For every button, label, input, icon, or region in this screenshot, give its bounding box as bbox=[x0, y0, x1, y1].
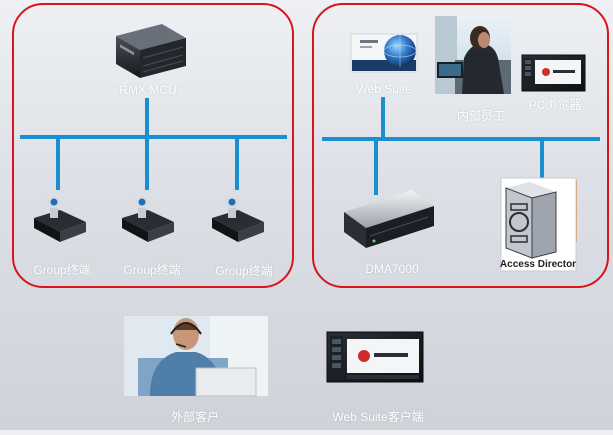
globe-software-box-icon bbox=[350, 33, 418, 73]
rack-appliance-icon bbox=[344, 190, 434, 248]
firewall-server-icon bbox=[500, 177, 577, 272]
web-suite-client-label: Web Suite客户端 bbox=[332, 410, 424, 424]
video-conference-endpoint-icon bbox=[34, 196, 86, 242]
external-client-label: 外部客户 bbox=[170, 410, 220, 424]
video-conference-endpoint-icon bbox=[212, 196, 264, 242]
internal-staff-label: 内部员工 bbox=[456, 109, 506, 123]
web-suite-label: Web Suite bbox=[356, 82, 412, 96]
video-conference-endpoint-icon bbox=[122, 196, 174, 242]
right-network-bus bbox=[322, 97, 600, 195]
group-endpoint-label-1: Group终端 bbox=[33, 263, 91, 277]
headset-user-photo-icon bbox=[124, 316, 268, 397]
pc-browser-label: PC浏览器 bbox=[528, 98, 582, 112]
left-group-border bbox=[12, 3, 294, 288]
access-director-label: Access Director bbox=[499, 259, 577, 270]
group-endpoint-label-2: Group终端 bbox=[123, 263, 181, 277]
dma7000-label: DMA7000 bbox=[365, 262, 419, 276]
employee-photo-icon bbox=[435, 16, 511, 94]
left-network-bus bbox=[20, 98, 287, 190]
group-endpoint-label-3: Group终端 bbox=[215, 264, 273, 278]
server-chassis-icon bbox=[116, 24, 186, 78]
browser-screen-icon bbox=[521, 54, 586, 92]
rmx-mcu-label: RMX MCU bbox=[119, 83, 177, 97]
right-group-border bbox=[312, 3, 609, 288]
laptop-screen-icon bbox=[326, 331, 424, 383]
